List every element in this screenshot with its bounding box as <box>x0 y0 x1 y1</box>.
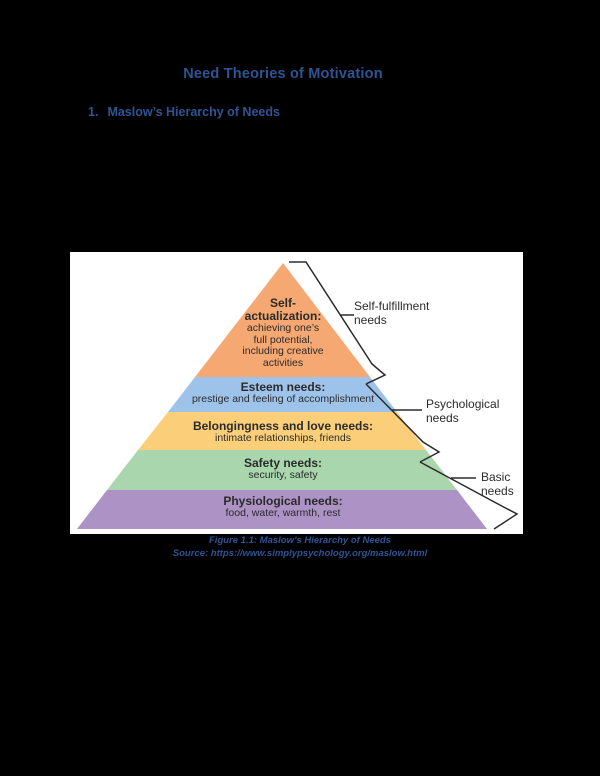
group-label-line: needs <box>354 313 387 327</box>
figure-caption: Figure 1.1: Maslow’s Hierarchy of Needs <box>209 535 391 546</box>
group-label-line: Basic <box>481 470 511 484</box>
pyramid-svg <box>77 261 519 530</box>
brace-basic <box>419 461 519 530</box>
section-title: Maslow’s Hierarchy of Needs <box>107 105 280 119</box>
page-title: Need Theories of Motivation <box>183 66 383 82</box>
label-title-line: Safety needs: <box>243 456 323 470</box>
label-safety: Safety needs: security, safety <box>133 457 433 482</box>
pyramid-level-belongingness <box>138 412 426 450</box>
label-desc-line: security, safety <box>248 469 318 481</box>
label-title-line: Esteem needs: <box>240 380 326 394</box>
label-desc-line: food, water, warmth, rest <box>225 507 341 519</box>
label-desc-line: intimate relationships, friends <box>215 432 351 444</box>
label-belongingness: Belongingness and love needs: intimate r… <box>133 420 433 445</box>
group-label-line: Self-fulfillment <box>354 299 430 313</box>
group-label-line: needs <box>481 484 514 498</box>
figure-box: Self- actualization: achieving one’s ful… <box>70 252 523 534</box>
label-title-line: Belongingness and love needs: <box>192 419 374 433</box>
brace-psychological <box>365 383 441 463</box>
group-label-basic: Basic needs <box>481 470 514 498</box>
pyramid-level-esteem <box>168 377 397 412</box>
label-title-line: Physiological needs: <box>223 494 343 508</box>
label-physiological: Physiological needs: food, water, warmth… <box>133 495 433 520</box>
label-esteem: Esteem needs: prestige and feeling of ac… <box>133 381 433 406</box>
label-desc-line: prestige and feeling of accomplishment <box>191 393 375 405</box>
pyramid-level-safety <box>107 450 457 490</box>
section-heading: 1. Maslow’s Hierarchy of Needs <box>88 105 280 119</box>
label-desc-line: full potential, <box>253 333 313 346</box>
group-label-line: Psychological <box>426 397 500 411</box>
label-title-line: actualization: <box>244 309 322 323</box>
pyramid-level-physiological <box>77 490 487 529</box>
group-label-psychological: Psychological needs <box>426 397 499 425</box>
section-number: 1. <box>88 105 99 119</box>
pyramid-level-self-actualization <box>195 263 370 377</box>
brace-self-fulfillment <box>289 261 387 385</box>
label-self-actualization: Self- actualization: achieving one’s ful… <box>133 297 433 369</box>
figure-source-link[interactable]: Source: https://www.simplypsychology.org… <box>172 548 428 559</box>
group-label-line: needs <box>426 411 459 425</box>
label-desc-line: achieving one’s <box>246 322 320 334</box>
label-desc-line: including creative <box>242 345 324 357</box>
group-label-self-fulfillment: Self-fulfillment needs <box>354 299 429 327</box>
label-title-line: Self- <box>269 296 296 310</box>
label-desc-line: activities <box>262 356 304 369</box>
